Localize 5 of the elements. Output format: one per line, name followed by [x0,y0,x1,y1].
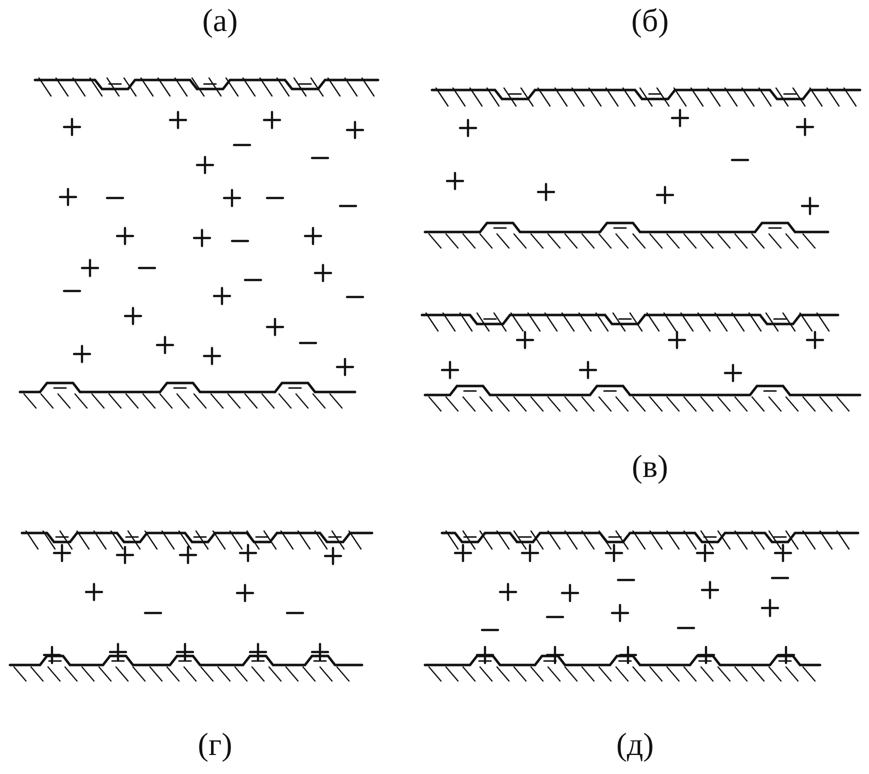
panel-label: (г) [198,728,232,760]
panel-label: (а) [202,4,238,36]
panel-label: (б) [631,4,669,36]
panel-label: (в) [632,450,668,482]
panel-label: (д) [616,728,654,760]
